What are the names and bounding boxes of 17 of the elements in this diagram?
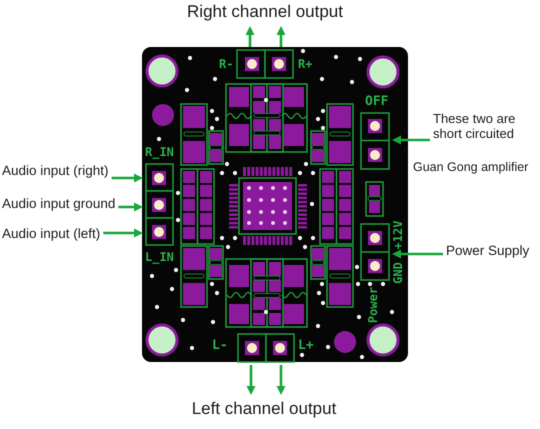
note-text: Guan Gong amplifier <box>413 159 528 176</box>
arrow <box>276 365 286 395</box>
annotation-text: Audio input (right) <box>2 162 109 180</box>
arrow <box>246 365 256 395</box>
annotation-text: Audio input (left) <box>2 225 100 243</box>
annotation-text: Right channel output <box>187 1 343 23</box>
annotation-text: These two are short circuited <box>433 111 523 141</box>
arrow <box>118 202 143 212</box>
arrow <box>112 174 143 182</box>
arrow <box>103 228 143 238</box>
arrow <box>246 26 254 47</box>
arrow <box>392 250 443 258</box>
arrow <box>392 136 430 144</box>
arrow <box>276 26 286 47</box>
annotation-text: Left channel output <box>192 398 336 420</box>
annotation-text: Power Supply <box>446 242 530 260</box>
annotation-text: Audio input ground <box>2 195 116 213</box>
